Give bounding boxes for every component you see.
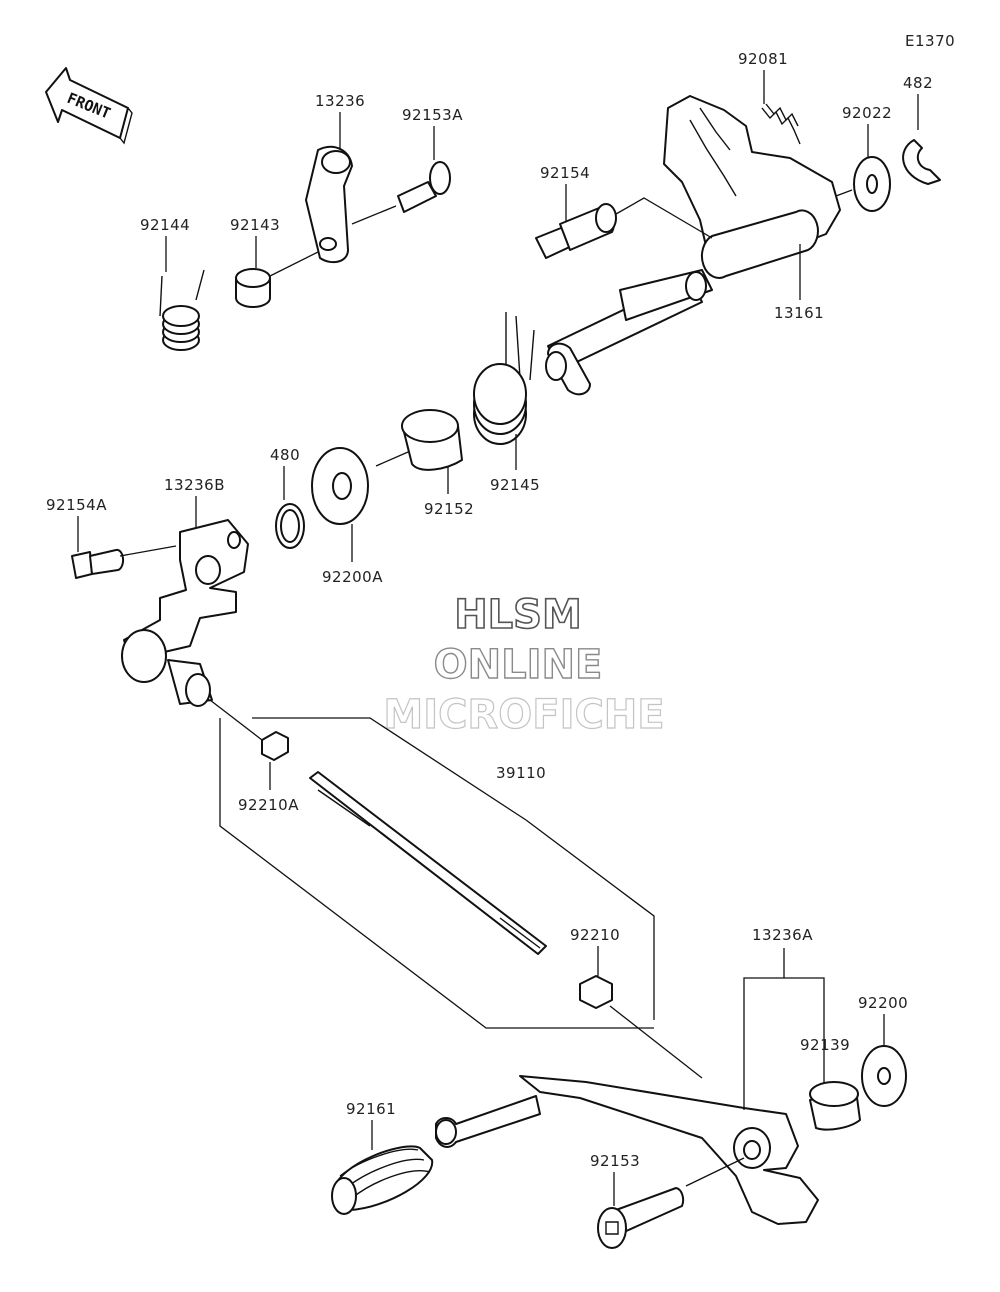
label-92200: 92200: [858, 994, 908, 1012]
label-92081: 92081: [738, 50, 788, 68]
arm-13236: [305, 145, 353, 264]
label-92200A: 92200A: [322, 568, 383, 586]
label-92152: 92152: [424, 500, 474, 518]
label-92153A: 92153A: [402, 106, 463, 124]
watermark-line1: HLSM: [454, 592, 582, 638]
label-92154: 92154: [540, 164, 590, 182]
label-92161: 92161: [346, 1100, 396, 1118]
label-92145: 92145: [490, 476, 540, 494]
tie-rod-39110: [309, 771, 547, 955]
label-39110: 39110: [496, 764, 546, 782]
collar-92139: [809, 1081, 861, 1131]
washer-92200: [861, 1045, 907, 1107]
label-482: 482: [903, 74, 933, 92]
nut-92210A: [261, 731, 289, 761]
label-92143: 92143: [230, 216, 280, 234]
pedal-rubber-92161: [331, 1145, 434, 1215]
label-92210A: 92210A: [238, 796, 299, 814]
watermark: HLSM ONLINE MICROFICHE: [383, 591, 665, 738]
watermark-line3: MICROFICHE: [383, 692, 664, 738]
bolt-92153: [597, 1187, 685, 1249]
collar-92152: [401, 409, 463, 471]
spring-92144: [159, 269, 205, 351]
nut-92210: [579, 975, 613, 1009]
front-arrow-icon: FRONT: [45, 67, 133, 145]
bolt-92153A: [397, 161, 451, 213]
label-13236B: 13236B: [164, 476, 225, 494]
spring-92145: [473, 312, 535, 445]
bolt-92154: [535, 203, 617, 259]
label-92154A: 92154A: [46, 496, 107, 514]
label-13236A: 13236A: [752, 926, 813, 944]
label-92144: 92144: [140, 216, 190, 234]
label-92022: 92022: [842, 104, 892, 122]
label-13236: 13236: [315, 92, 365, 110]
spring-92081: [761, 103, 801, 145]
bolt-92154A: [71, 548, 125, 579]
label-480: 480: [270, 446, 300, 464]
label-92139: 92139: [800, 1036, 850, 1054]
shift-shaft-13161: [545, 95, 841, 396]
diagram-code: E1370: [905, 32, 955, 50]
circlip-482: [902, 139, 941, 185]
shift-pedal-13236A: [435, 1075, 819, 1225]
label-92153: 92153: [590, 1152, 640, 1170]
washer-92022: [853, 156, 891, 212]
watermark-line2: ONLINE: [434, 642, 603, 688]
lever-arm-13236B: [121, 519, 249, 707]
collar-92143: [235, 268, 271, 308]
washer-92200A: [311, 447, 369, 525]
label-13161: 13161: [774, 304, 824, 322]
circlip-480: [275, 503, 305, 549]
label-92210: 92210: [570, 926, 620, 944]
